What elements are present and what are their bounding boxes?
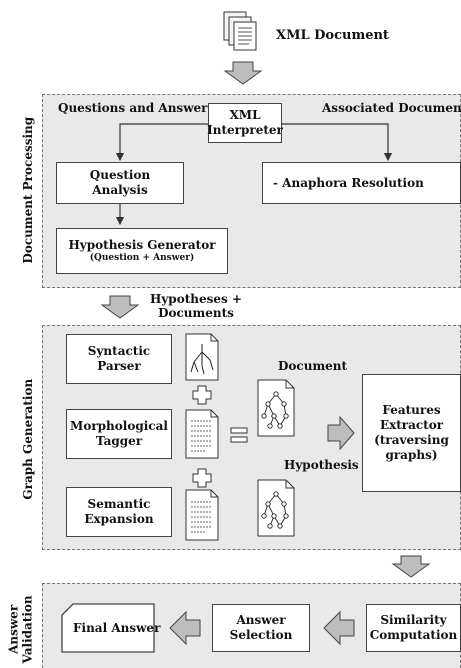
- lines-doc-icon: [185, 489, 219, 541]
- graph-doc-icon: [257, 479, 295, 537]
- lines-doc-icon: [185, 409, 219, 459]
- equals-icon: [230, 427, 248, 443]
- morphological-tagger-box: Morphological Tagger: [66, 409, 172, 459]
- left-arrow-icon: [323, 610, 355, 646]
- down-arrow-icon: [391, 555, 431, 578]
- semantic-expansion-box: Semantic Expansion: [66, 487, 172, 537]
- answer-card-icon: [61, 603, 155, 653]
- final-answer-label: Final Answer: [73, 621, 161, 635]
- right-arrow-icon: [327, 415, 355, 451]
- hypothesis-generator-sub: (Question + Answer): [89, 252, 195, 263]
- similarity-computation-box: Similarity Computation: [366, 604, 461, 652]
- down-arrow-icon: [223, 61, 263, 85]
- graph-doc-icon: [257, 379, 295, 437]
- question-analysis-box: Question Analysis: [56, 162, 184, 204]
- xml-document-label: XML Document: [276, 28, 389, 43]
- answer-selection-box: Answer Selection: [212, 604, 310, 652]
- left-arrow-icon: [169, 610, 201, 646]
- hypothesis-label: Hypothesis: [284, 458, 359, 472]
- tree-doc-icon: [185, 333, 219, 381]
- features-extractor-box: Features Extractor (traversing graphs): [362, 374, 461, 492]
- questions-answers-label: Questions and Answers: [58, 101, 215, 115]
- plus-icon: [192, 385, 212, 405]
- hypothesis-generator-box: Hypothesis Generator (Question + Answer): [56, 228, 228, 274]
- associated-document-label: Associated Document: [322, 101, 461, 115]
- anaphora-resolution-box: - Anaphora Resolution: [262, 162, 461, 204]
- xml-interpreter-box: XML Interpreter: [207, 103, 283, 143]
- document-stack-icon: [223, 11, 257, 51]
- anaphora-resolution-text: - Anaphora Resolution: [273, 175, 424, 190]
- down-arrow-icon: [100, 295, 140, 319]
- hypothesis-generator-title: Hypothesis Generator: [68, 237, 216, 252]
- document-label: Document: [278, 359, 348, 373]
- hypotheses-documents-label: Hypotheses + Documents: [150, 292, 242, 321]
- plus-icon: [192, 468, 212, 488]
- syntactic-parser-box: Syntactic Parser: [66, 334, 172, 384]
